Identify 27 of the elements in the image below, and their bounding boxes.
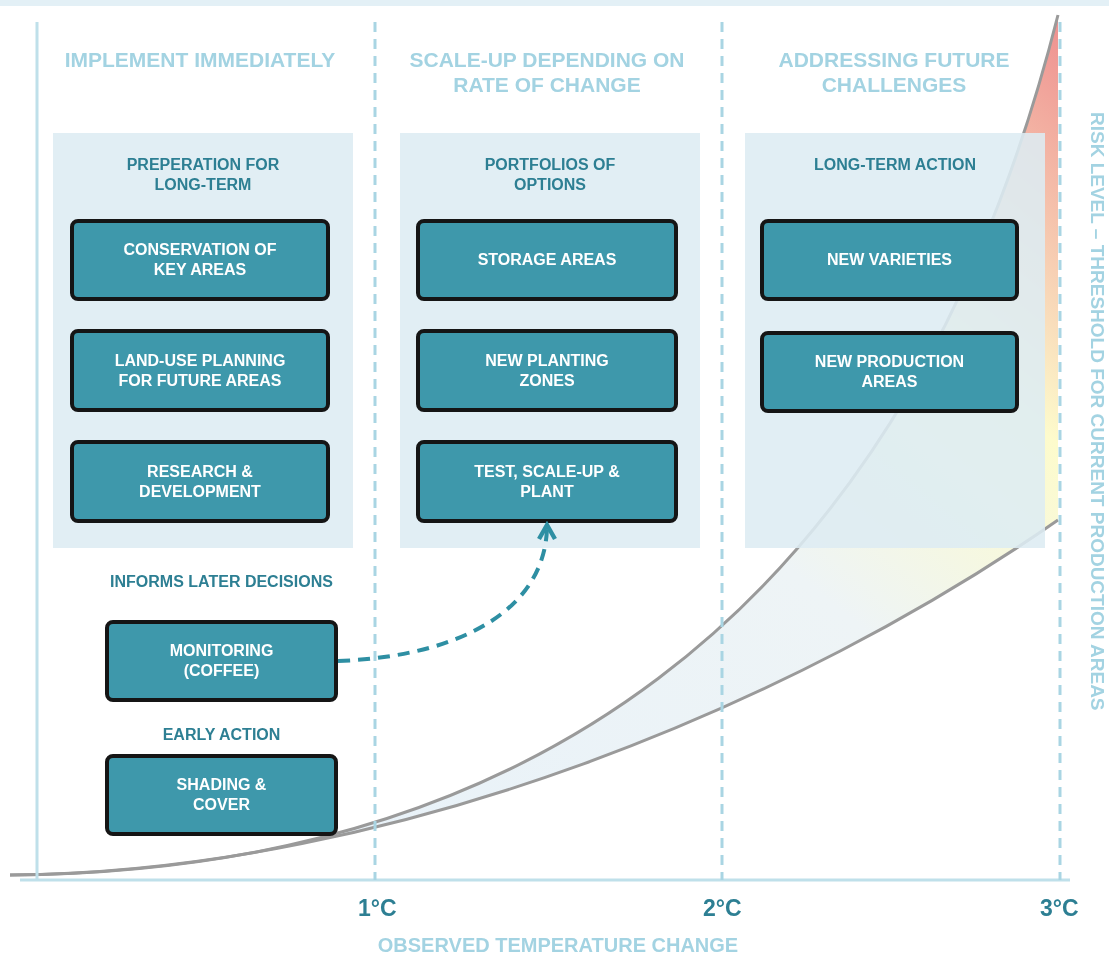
group-panel [400,133,700,548]
group-panel [745,133,1045,548]
panel-heading: PREPERATION FOR LONG-TERM [125,155,281,195]
column-heading: IMPLEMENT IMMEDIATELY [63,47,337,72]
action-card: RESEARCH & DEVELOPMENT [70,440,330,523]
action-card: CONSERVATION OF KEY AREAS [70,219,330,301]
column-heading: SCALE-UP DEPENDING ON RATE OF CHANGE [408,47,686,97]
column-heading: ADDRESSING FUTURE CHALLENGES [777,47,1011,97]
tick-label: 3°C [1040,895,1079,922]
panel-heading: LONG-TERM ACTION [812,155,978,175]
action-card: NEW PLANTING ZONES [416,329,678,412]
panel-heading: PORTFOLIOS OF OPTIONS [483,155,617,195]
group-heading: EARLY ACTION [161,725,282,745]
action-card: LAND-USE PLANNING FOR FUTURE AREAS [70,329,330,412]
group-heading: INFORMS LATER DECISIONS [109,572,334,592]
tick-label: 1°C [358,895,397,922]
axis-title: OBSERVED TEMPERATURE CHANGE [376,934,740,956]
group-panel [53,133,353,548]
axis-title: RISK LEVEL – THRESHOLD FOR CURRENT PRODUCTION AREAS [1086,112,1108,711]
action-card: STORAGE AREAS [416,219,678,301]
action-card: TEST, SCALE-UP & PLANT [416,440,678,523]
dashed-arrow [337,522,556,663]
action-card: NEW VARIETIES [760,219,1019,301]
action-card: MONITORING (COFFEE) [105,620,338,702]
action-card: NEW PRODUCTION AREAS [760,331,1019,413]
tick-label: 2°C [703,895,742,922]
action-card: SHADING & COVER [105,754,338,836]
